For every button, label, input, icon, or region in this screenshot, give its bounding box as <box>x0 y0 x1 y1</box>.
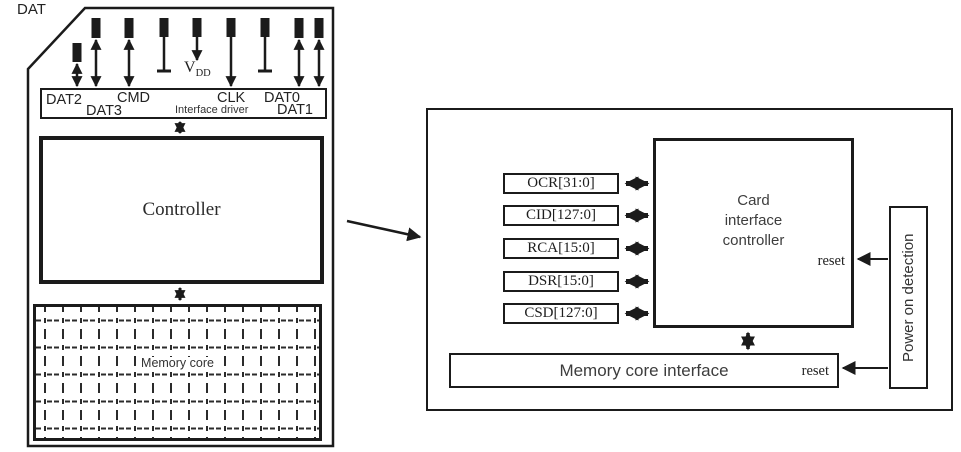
memory-core-interface-box: Memory core interface reset <box>449 353 839 388</box>
register-box-dsr: DSR[15:0] <box>503 271 619 292</box>
pin-label-dat3: DAT3 <box>86 103 122 119</box>
card-interface-controller-label: Card interface controller <box>722 192 785 249</box>
pin-vdd <box>191 18 203 62</box>
pin-vss2-ground <box>258 18 272 73</box>
vdd-subscript: DD <box>195 68 211 80</box>
reset-label-memory-interface: reset <box>801 362 829 379</box>
memory-core-grid <box>36 307 319 438</box>
register-label-rca: RCA[15:0] <box>527 240 595 256</box>
register-label-dsr: DSR[15:0] <box>528 273 594 289</box>
controller-label: Controller <box>142 199 221 220</box>
card-corner-label: DAT <box>17 1 46 18</box>
pin-cmd <box>123 18 135 88</box>
register-box-ocr: OCR[31:0] <box>503 173 619 194</box>
interface-driver-box: DAT2 DAT3 CMD Interface driver CLK DAT0 … <box>40 88 327 119</box>
power-on-detection-box: Power on detection <box>889 206 928 389</box>
pin-vss1-ground <box>157 18 171 73</box>
register-label-csd: CSD[127:0] <box>524 305 598 321</box>
card-interface-controller-box: Card interface controller reset <box>653 138 854 328</box>
pin-dat2 <box>71 43 83 88</box>
register-box-cid: CID[127:0] <box>503 205 619 226</box>
register-label-cid: CID[127:0] <box>526 207 596 223</box>
pin-label-clk: CLK <box>217 90 246 106</box>
reset-label-controller: reset <box>817 253 845 269</box>
pin-dat0 <box>293 18 305 88</box>
pin-label-cmd: CMD <box>117 90 151 106</box>
vdd-label: VDD <box>184 60 211 80</box>
power-on-detection-label: Power on detection <box>900 233 917 362</box>
controller-box: Controller <box>39 136 324 284</box>
register-box-csd: CSD[127:0] <box>503 303 619 324</box>
pin-clk <box>225 18 237 88</box>
register-label-ocr: OCR[31:0] <box>527 175 595 191</box>
pin-dat3 <box>90 18 102 88</box>
memory-core-box: Memory core <box>33 304 322 441</box>
interface-driver-label: Interface driver <box>175 104 249 116</box>
pin-label-dat1: DAT1 <box>277 102 313 118</box>
pin-dat1 <box>313 18 325 88</box>
zoom-arrow <box>346 219 422 242</box>
register-box-rca: RCA[15:0] <box>503 238 619 259</box>
vdd-base: V <box>184 59 196 76</box>
memory-core-label: Memory core <box>138 357 217 370</box>
memory-core-interface-label: Memory core interface <box>559 360 729 380</box>
pin-label-dat2: DAT2 <box>46 92 82 108</box>
